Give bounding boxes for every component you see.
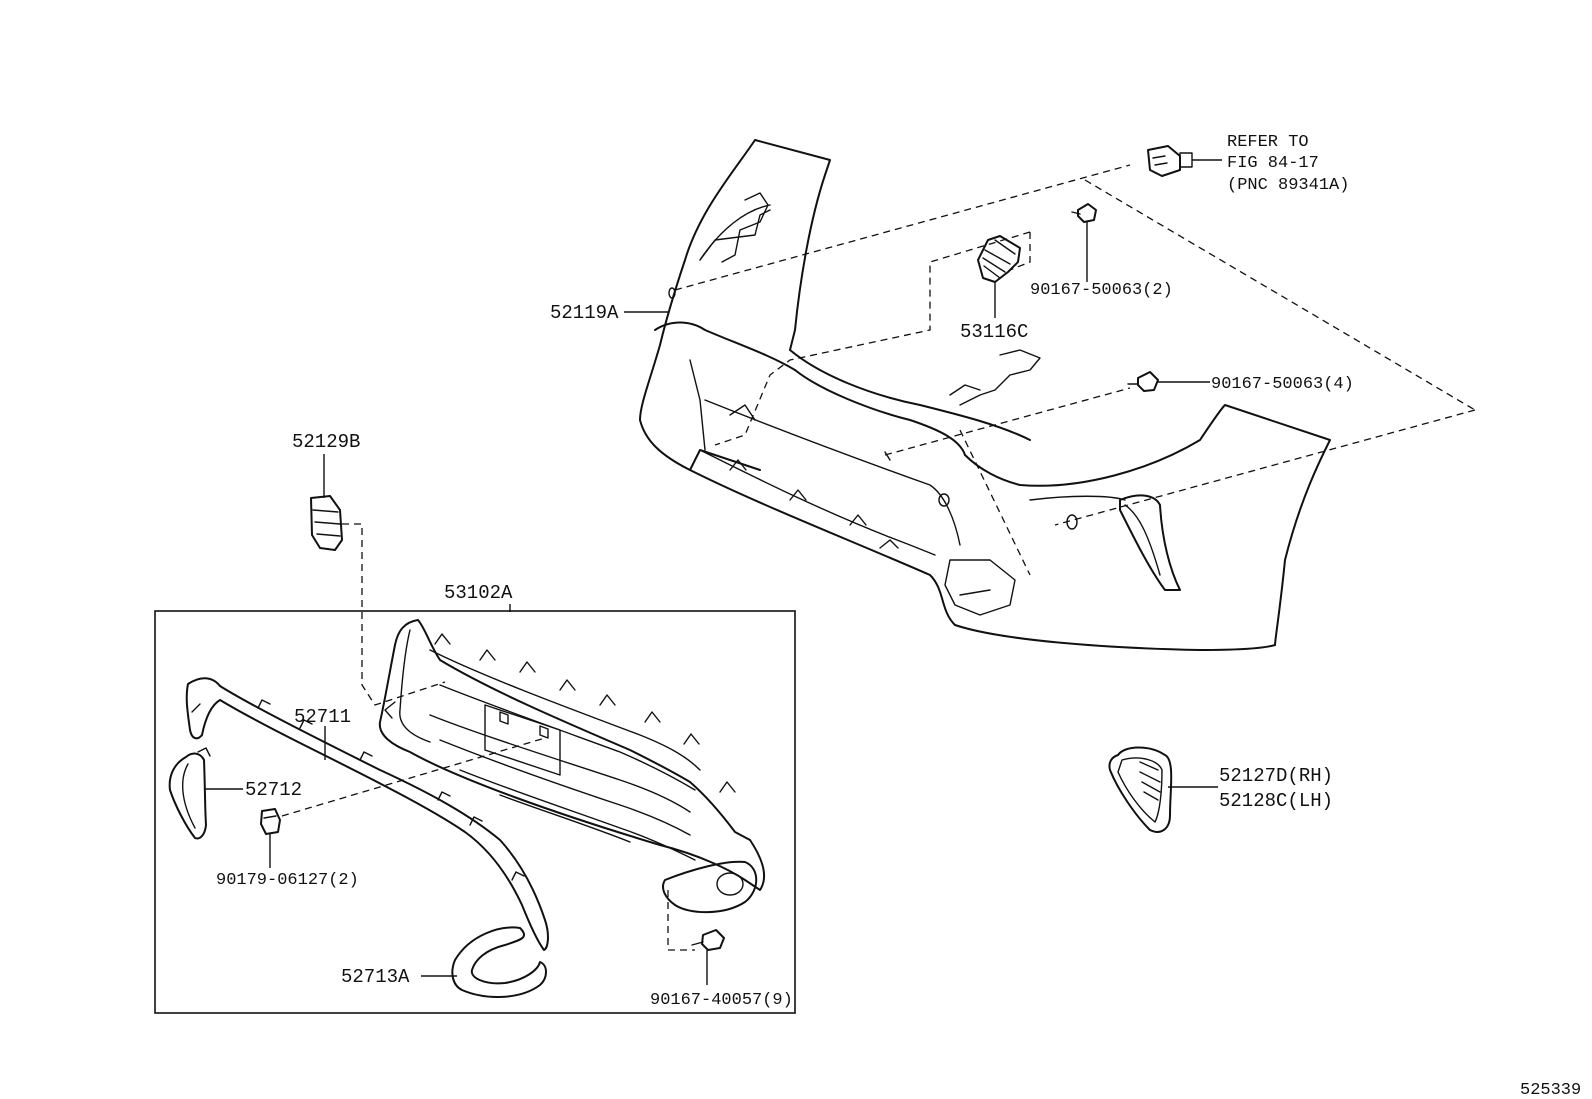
figure-number: 525339 <box>1520 1081 1581 1099</box>
label-52127d-rh: 52127D(RH) <box>1219 765 1333 787</box>
refer-line-3: (PNC 89341A) <box>1227 176 1349 195</box>
fog-cover-52127d <box>1108 746 1173 833</box>
trim-52713a <box>451 926 547 998</box>
label-52712: 52712 <box>245 779 302 801</box>
bolt-icon <box>691 929 725 951</box>
bolt-icon <box>1071 203 1097 223</box>
trim-52712 <box>168 747 211 840</box>
label-52713a: 52713A <box>341 966 410 988</box>
bumper-cover <box>639 139 1331 651</box>
label-53102a: 53102A <box>444 582 513 604</box>
grille-assembly-frame <box>154 610 796 1014</box>
moulding-52711 <box>185 677 549 951</box>
bolt-icon <box>1127 371 1159 392</box>
clip-icon <box>260 808 281 835</box>
label-90167-40057-9: 90167-40057(9) <box>650 991 793 1010</box>
label-52119a: 52119A <box>550 302 619 324</box>
refer-line-1: REFER TO <box>1227 133 1309 152</box>
label-52129b: 52129B <box>292 431 360 453</box>
label-52128c-lh: 52128C(LH) <box>1219 790 1333 812</box>
label-53116c: 53116C <box>960 321 1028 343</box>
grille-53102a <box>378 619 766 914</box>
label-leaders <box>205 159 1222 985</box>
label-90167-50063-2: 90167-50063(2) <box>1030 281 1173 300</box>
refer-line-2: FIG 84-17 <box>1227 154 1319 173</box>
parking-sensor-icon <box>1147 145 1193 177</box>
dashed-leaders <box>281 164 1476 951</box>
label-90167-50063-4: 90167-50063(4) <box>1211 375 1354 394</box>
bracket-53116c <box>977 235 1021 283</box>
label-52711: 52711 <box>294 706 351 728</box>
bracket-52129b <box>310 495 343 551</box>
label-90179-06127-2: 90179-06127(2) <box>216 871 359 890</box>
